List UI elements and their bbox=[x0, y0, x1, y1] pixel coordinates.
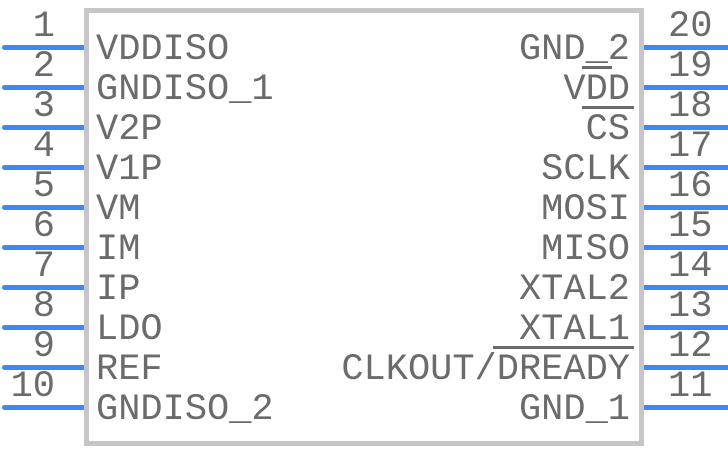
pin-13: 13 XTAL1 bbox=[0, 280, 728, 350]
pin-label: MISO bbox=[541, 229, 630, 271]
pin-line bbox=[644, 205, 728, 210]
pin-line bbox=[644, 325, 728, 330]
pin-line bbox=[2, 45, 84, 50]
pin-label: VDDISO bbox=[96, 29, 230, 71]
pin-11: 11 GND_1 bbox=[0, 360, 728, 430]
pin-number: 10 bbox=[10, 366, 55, 408]
pin-label: XTAL2 bbox=[518, 269, 630, 311]
pin-label: VM bbox=[96, 189, 141, 231]
pin-number: 6 bbox=[32, 206, 55, 248]
ic-body bbox=[84, 8, 644, 446]
pin-16: 16 MOSI bbox=[0, 160, 728, 230]
pin-number: 20 bbox=[668, 6, 713, 48]
pin-19: 19 VDD bbox=[0, 40, 728, 111]
pin-1: 1 VDDISO bbox=[0, 0, 728, 70]
pin-line bbox=[644, 45, 728, 50]
pin-17: 17 SCLK bbox=[0, 120, 728, 190]
pin-number: 2 bbox=[32, 46, 55, 88]
pin-line bbox=[2, 325, 84, 330]
pin-number: 7 bbox=[32, 246, 55, 288]
pin-3: 3 V2P bbox=[0, 80, 728, 150]
pin-number: 15 bbox=[668, 206, 713, 248]
pin-4: 4 V1P bbox=[0, 120, 728, 190]
pin-label: V2P bbox=[96, 109, 163, 151]
pin-18: 18 CS bbox=[0, 80, 728, 151]
pin-number: 16 bbox=[668, 166, 713, 208]
pin-14: 14 XTAL2 bbox=[0, 240, 728, 310]
pin-9: 9 REF bbox=[0, 320, 728, 390]
pin-label: GNDISO_2 bbox=[96, 389, 274, 431]
pin-2: 2 GNDISO_1 bbox=[0, 40, 728, 110]
pin-number: 17 bbox=[668, 126, 713, 168]
pin-label: CLKOUT/DREADY bbox=[341, 346, 634, 391]
pin-label: MOSI bbox=[541, 189, 630, 231]
pin-label: XTAL1 bbox=[518, 309, 630, 351]
pin-line bbox=[644, 365, 728, 370]
pin-6: 6 IM bbox=[0, 200, 728, 270]
pin-line bbox=[644, 125, 728, 130]
pin-10: 10 GNDISO_2 bbox=[0, 360, 728, 430]
pin-15: 15 MISO bbox=[0, 200, 728, 270]
pin-line bbox=[644, 405, 728, 410]
pin-12: 12 CLKOUT/DREADY bbox=[0, 320, 728, 391]
pin-line bbox=[2, 205, 84, 210]
pin-line bbox=[2, 165, 84, 170]
pin-line bbox=[644, 285, 728, 290]
pin-line bbox=[2, 285, 84, 290]
pin-label: GNDISO_1 bbox=[96, 69, 274, 111]
pin-line bbox=[644, 245, 728, 250]
pin-line bbox=[644, 85, 728, 90]
pin-20: 20 GND_2 bbox=[0, 0, 728, 70]
pin-number: 3 bbox=[32, 86, 55, 128]
pin-line bbox=[2, 365, 84, 370]
pin-number: 12 bbox=[668, 326, 713, 368]
pin-line bbox=[2, 85, 84, 90]
pin-number: 18 bbox=[668, 86, 713, 128]
pin-label: V1P bbox=[96, 149, 163, 191]
pin-number: 1 bbox=[32, 6, 55, 48]
pin-label: GND_1 bbox=[518, 389, 630, 431]
pin-5: 5 VM bbox=[0, 160, 728, 230]
pin-label: REF bbox=[96, 349, 163, 391]
pin-line bbox=[2, 125, 84, 130]
pin-7: 7 IP bbox=[0, 240, 728, 310]
pin-line bbox=[2, 405, 84, 410]
pin-label: SCLK bbox=[541, 149, 630, 191]
pin-number: 11 bbox=[668, 366, 713, 408]
pin-number: 14 bbox=[668, 246, 713, 288]
pin-number: 19 bbox=[668, 46, 713, 88]
pin-label: IM bbox=[96, 229, 141, 271]
pin-number: 8 bbox=[32, 286, 55, 328]
pin-number: 5 bbox=[32, 166, 55, 208]
pin-line bbox=[2, 245, 84, 250]
pin-label: CS bbox=[581, 106, 634, 151]
pin-8: 8 LDO bbox=[0, 280, 728, 350]
pin-label: IP bbox=[96, 269, 141, 311]
pin-number: 9 bbox=[32, 326, 55, 368]
pin-line bbox=[644, 165, 728, 170]
pin-label: LDO bbox=[96, 309, 163, 351]
pin-number: 13 bbox=[668, 286, 713, 328]
pin-label: GND_2 bbox=[518, 29, 630, 71]
pin-number: 4 bbox=[32, 126, 55, 168]
pin-label: VDD bbox=[563, 66, 630, 111]
